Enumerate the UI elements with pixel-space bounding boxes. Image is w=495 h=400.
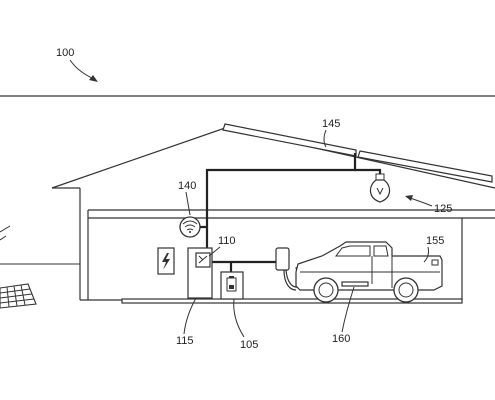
leader-155 [423, 246, 429, 263]
truck-window-rear [373, 245, 389, 257]
ground-solar-panel [0, 283, 37, 309]
label-100: 100 [56, 47, 74, 59]
leader-125 [409, 197, 433, 207]
label-105: 105 [240, 339, 258, 351]
battery-unit [220, 271, 244, 300]
solar-panel-right [357, 150, 493, 183]
label-145: 145 [322, 118, 340, 130]
solar-wire [205, 153, 357, 258]
truck-tail-light [431, 259, 439, 266]
floor-slab [121, 298, 463, 304]
truck-connector-strip [341, 281, 369, 287]
truck-window-front [335, 245, 371, 257]
leader-115 [183, 297, 197, 335]
leader-160 [341, 286, 355, 333]
label-125: 125 [434, 203, 452, 215]
label-155: 155 [426, 235, 444, 247]
label-160: 160 [332, 333, 350, 345]
leader-145 [323, 129, 327, 148]
wiring [205, 153, 382, 272]
leader-110 [208, 246, 221, 257]
roof-solar-panels [222, 123, 493, 183]
rear-wheel-hub [398, 282, 414, 298]
controller-symbol-icon [198, 255, 208, 264]
arrowhead-100 [89, 75, 98, 82]
pickup-truck [295, 241, 443, 303]
wifi-icon [179, 216, 207, 238]
label-115: 115 [176, 335, 194, 347]
label-140: 140 [178, 180, 196, 192]
charging-cable [283, 269, 297, 291]
leader-105 [233, 298, 245, 338]
lightning-icon [162, 253, 170, 270]
electrical-panel [157, 247, 175, 275]
front-wheel-hub [318, 282, 334, 298]
light-bulb-icon [369, 173, 391, 203]
exterior-lines [0, 225, 11, 241]
arrowhead-125 [405, 195, 413, 201]
leader-140 [185, 191, 191, 216]
ev-charger-unit [275, 247, 290, 271]
charger-box [187, 247, 213, 299]
label-110: 110 [218, 235, 236, 247]
battery-icon [226, 277, 237, 292]
